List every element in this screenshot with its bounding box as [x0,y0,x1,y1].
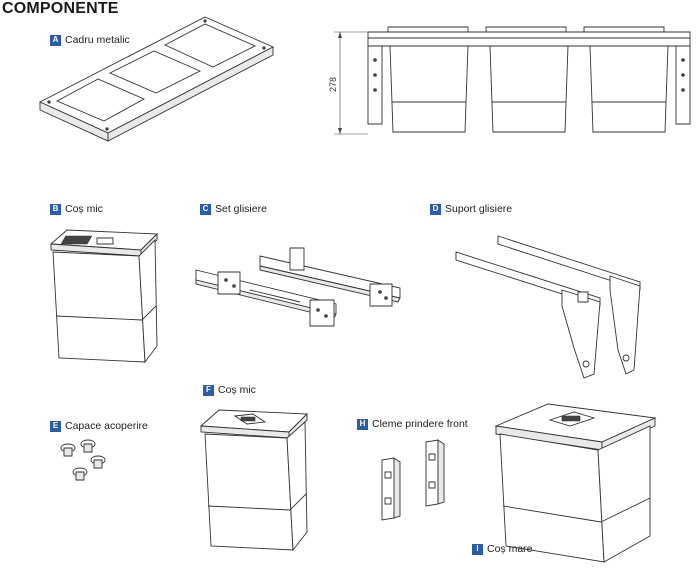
label-cos-mare: I Coș mare [472,543,533,555]
badge-f: F [203,384,214,396]
label-text-c: Set glisiere [215,203,267,215]
label-capace-acoperire: E Capace acoperire [50,420,148,432]
badge-h: H [357,418,368,430]
label-text-i: Coș mare [487,543,533,555]
drawer-slides-drawing [190,240,410,340]
front-clips-drawing [370,436,460,526]
badge-d: D [430,203,441,215]
cover-caps-drawing [52,438,112,486]
label-text-a: Cadru metalic [65,34,130,46]
label-cos-mic-b: B Coș mic [50,203,103,215]
label-text-e: Capace acoperire [65,420,148,432]
badge-i: I [472,543,483,555]
label-suport-glisiere: D Suport glisiere [430,203,512,215]
metal-frame-drawing [35,15,285,160]
badge-c: C [200,203,211,215]
label-text-h: Cleme prindere front [372,418,468,430]
label-text-f: Coș mic [218,384,256,396]
badge-e: E [50,420,61,432]
assembly-technical-drawing: 278 [328,20,698,145]
slide-support-drawing [450,230,650,385]
small-bin-b-drawing [45,220,165,370]
page-title: COMPONENTE [2,0,119,17]
label-cadru-metalic: A Cadru metalic [50,34,130,46]
label-text-d: Suport glisiere [445,203,513,215]
large-bin-drawing [490,398,665,568]
label-cleme-prindere-front: H Cleme prindere front [357,418,468,430]
label-set-glisiere: C Set glisiere [200,203,267,215]
label-cos-mic-f: F Coș mic [203,384,256,396]
badge-a: A [50,34,61,46]
small-bin-f-drawing [195,404,315,554]
dimension-text: 278 [328,77,338,92]
badge-b: B [50,203,61,215]
label-text-b: Coș mic [65,203,103,215]
